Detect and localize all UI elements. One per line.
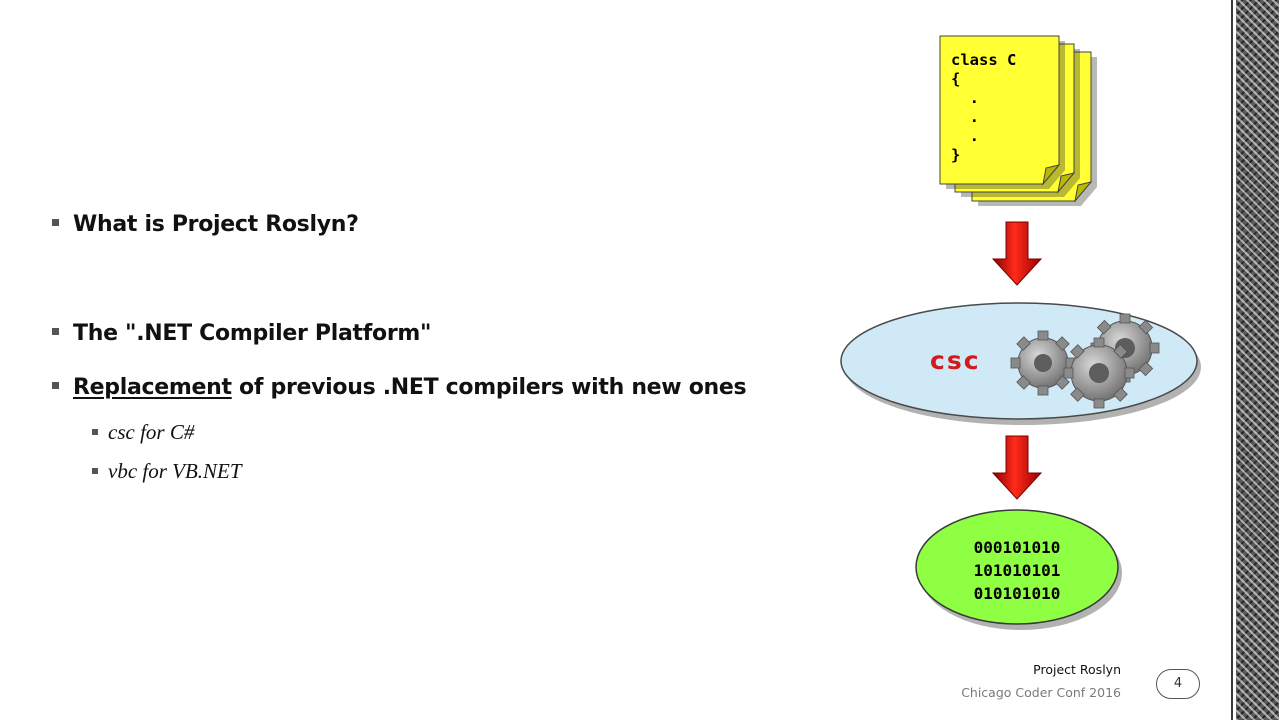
- square-bullet-icon: [52, 218, 59, 226]
- bullet-underlined-text: Replacement: [73, 375, 232, 400]
- compiler-label: csc: [930, 346, 981, 375]
- source-code-text: class C { . . . }: [951, 51, 1017, 164]
- bullet-item: Replacement of previous .NET compilers w…: [52, 375, 747, 400]
- footer-title: Project Roslyn: [1033, 662, 1121, 677]
- square-bullet-icon: [92, 468, 98, 475]
- square-bullet-icon: [92, 429, 98, 436]
- footer-subtitle: Chicago Coder Conf 2016: [961, 685, 1121, 700]
- square-bullet-icon: [52, 327, 59, 335]
- document-stack-icon: [939, 35, 1097, 206]
- sub-bullet-item: vbc for VB.NET: [92, 459, 242, 484]
- binary-output-ellipse: [915, 509, 1122, 630]
- decorative-edge-strip: [1236, 0, 1279, 720]
- down-arrow-icon: [991, 221, 1043, 286]
- right-edge-divider: [1231, 0, 1233, 720]
- gears-icon: [1010, 313, 1160, 409]
- sub-bullet-text: vbc for VB.NET: [108, 459, 242, 483]
- binary-line: 000101010: [973, 538, 1061, 557]
- bullet-text: of previous .NET compilers with new ones: [231, 375, 747, 400]
- sub-bullet-text: csc for C#: [108, 420, 195, 444]
- binary-line: 010101010: [973, 584, 1061, 603]
- bullet-item: The ".NET Compiler Platform": [52, 321, 431, 346]
- binary-output: 000101010 101010101 010101010: [917, 536, 1117, 605]
- square-bullet-icon: [52, 381, 59, 389]
- bullet-text: What is Project Roslyn?: [73, 212, 359, 237]
- sub-bullet-item: csc for C#: [92, 420, 194, 445]
- bullet-text: The ".NET Compiler Platform": [73, 321, 432, 346]
- bullet-item: What is Project Roslyn?: [52, 212, 359, 237]
- down-arrow-icon: [991, 435, 1043, 500]
- page-number-badge: 4: [1156, 669, 1200, 699]
- binary-line: 101010101: [973, 561, 1061, 580]
